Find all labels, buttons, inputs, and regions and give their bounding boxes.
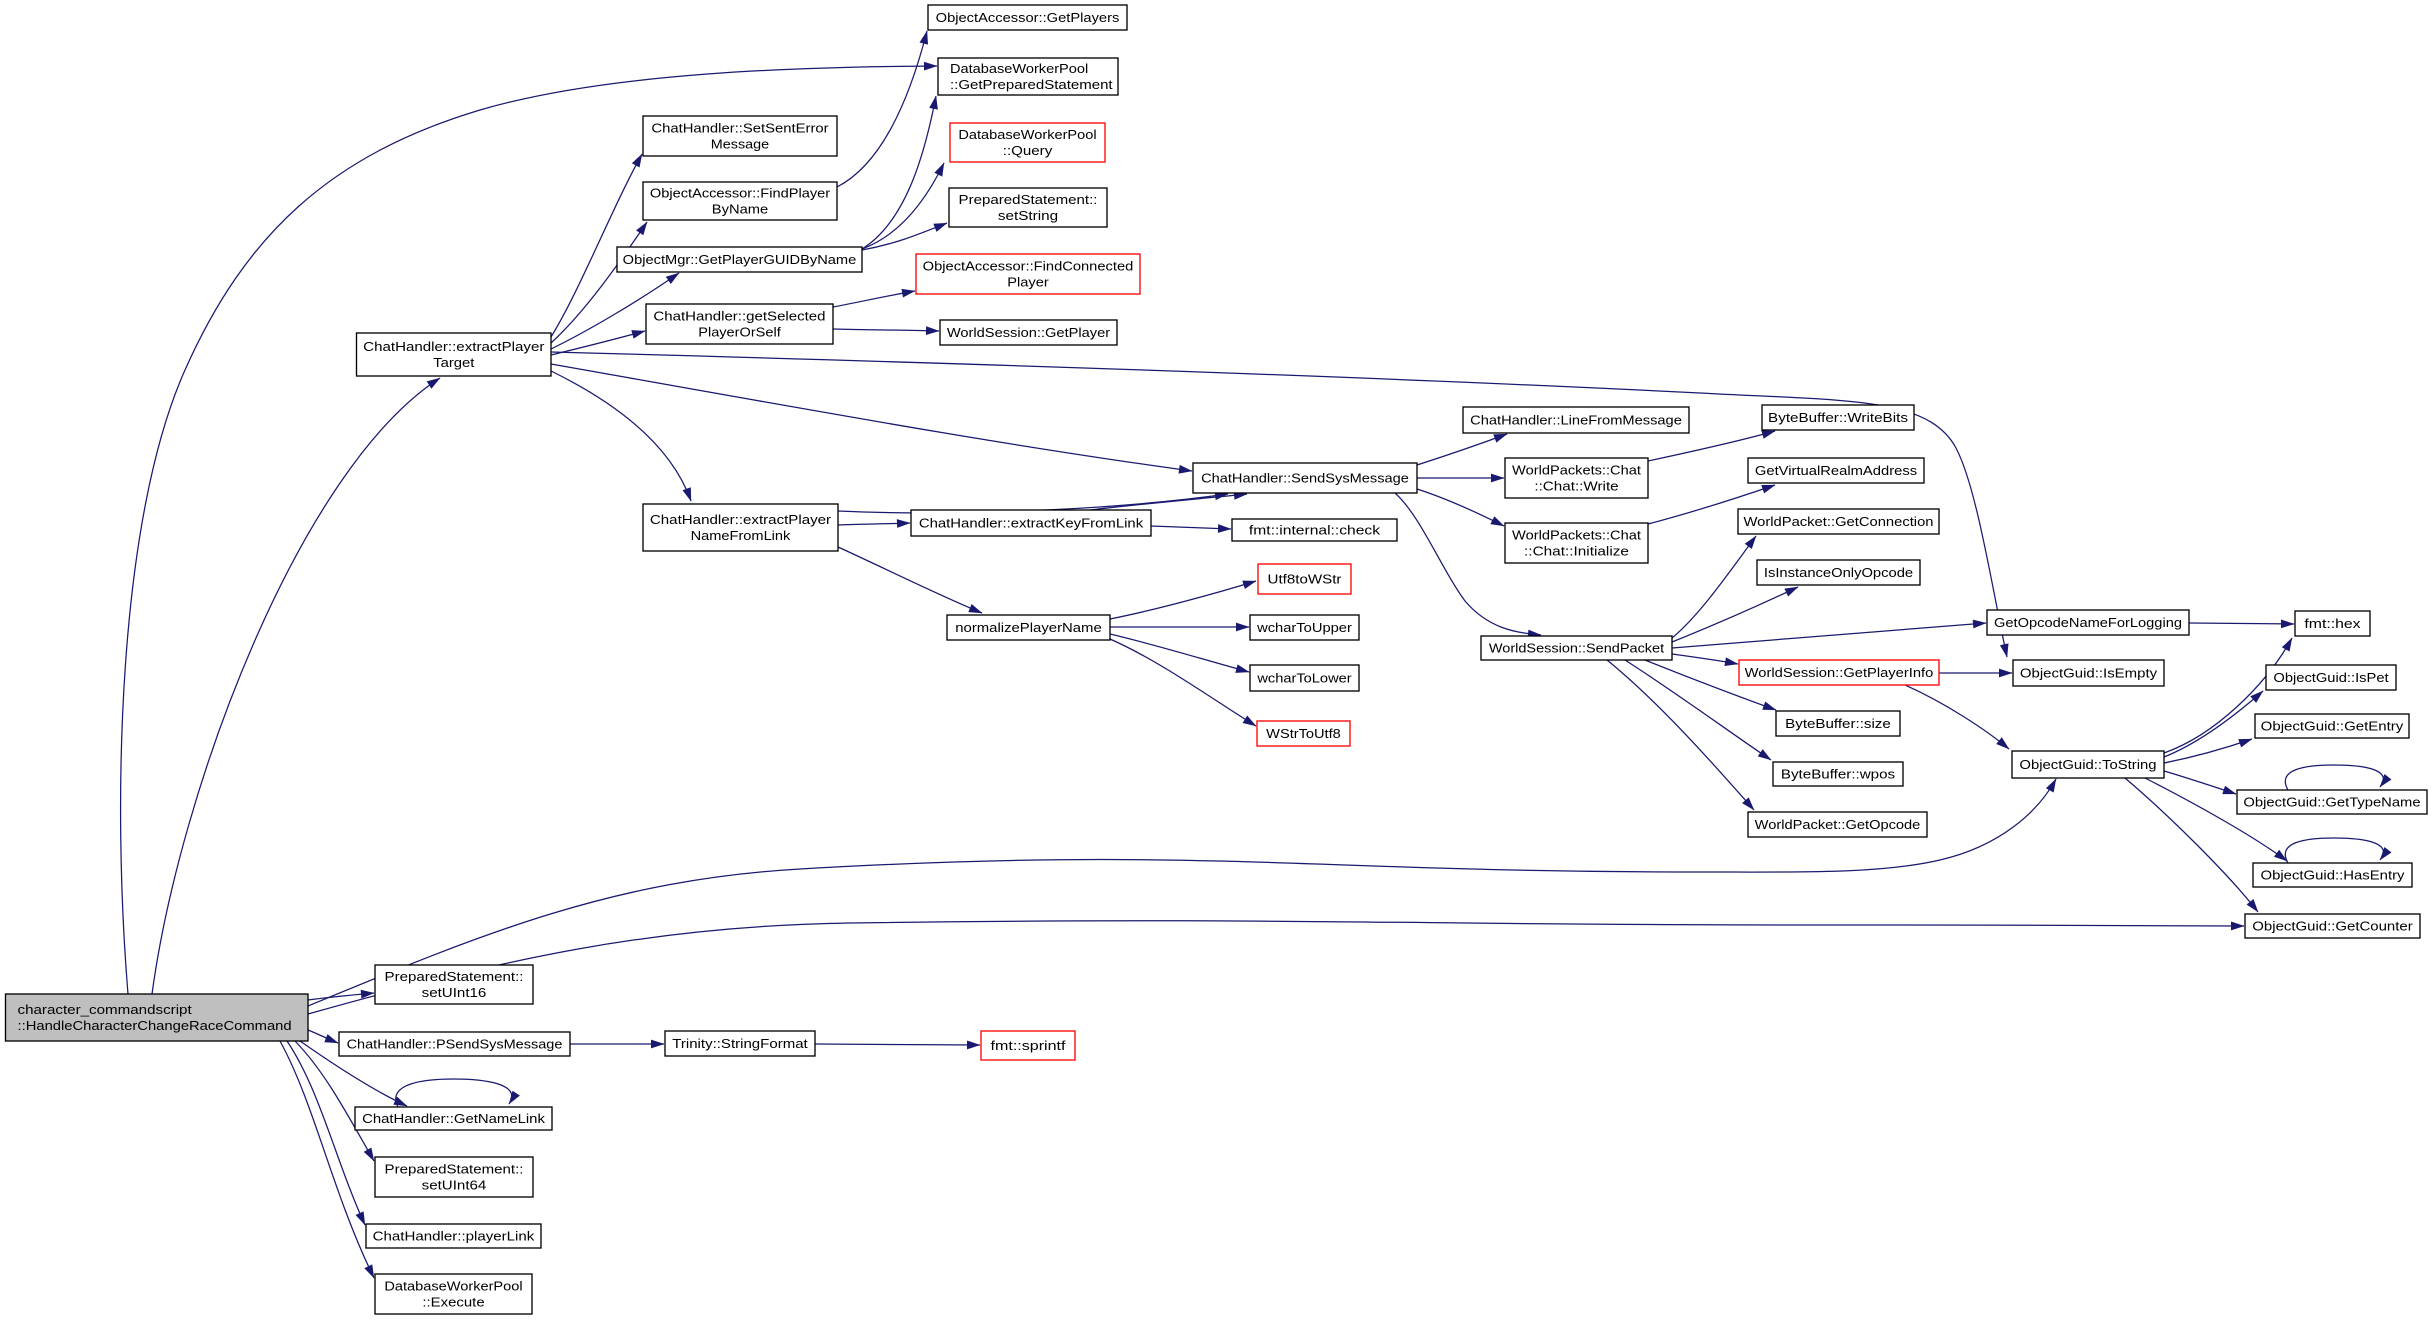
svg-text:ChatHandler::LineFromMessage: ChatHandler::LineFromMessage xyxy=(1470,413,1682,428)
svg-text:ObjectAccessor::FindConnected: ObjectAccessor::FindConnected xyxy=(923,259,1134,274)
svg-text:setUInt64: setUInt64 xyxy=(422,1178,487,1193)
svg-text:DatabaseWorkerPool: DatabaseWorkerPool xyxy=(384,1279,522,1294)
svg-text:PreparedStatement::: PreparedStatement:: xyxy=(385,1162,524,1177)
svg-text:::Execute: ::Execute xyxy=(422,1295,484,1310)
svg-text:ChatHandler::playerLink: ChatHandler::playerLink xyxy=(373,1229,535,1244)
svg-text:::Chat::Initialize: ::Chat::Initialize xyxy=(1524,544,1629,559)
svg-text:DatabaseWorkerPool: DatabaseWorkerPool xyxy=(958,127,1096,142)
svg-text:ByName: ByName xyxy=(712,202,768,217)
svg-text:ByteBuffer::size: ByteBuffer::size xyxy=(1785,716,1891,731)
svg-text:PreparedStatement::: PreparedStatement:: xyxy=(385,969,524,984)
svg-text:ByteBuffer::wpos: ByteBuffer::wpos xyxy=(1781,767,1896,782)
svg-text:ObjectAccessor::GetPlayers: ObjectAccessor::GetPlayers xyxy=(936,10,1120,25)
svg-text:ObjectGuid::GetCounter: ObjectGuid::GetCounter xyxy=(2252,919,2413,934)
svg-text:character_commandscript: character_commandscript xyxy=(18,1002,193,1017)
svg-text:ChatHandler::extractPlayer: ChatHandler::extractPlayer xyxy=(363,339,545,354)
svg-text:fmt::sprintf: fmt::sprintf xyxy=(991,1038,1066,1053)
svg-text:ObjectGuid::IsEmpty: ObjectGuid::IsEmpty xyxy=(2020,666,2158,681)
svg-text:::Chat::Write: ::Chat::Write xyxy=(1534,479,1618,494)
svg-text:Message: Message xyxy=(711,137,769,152)
svg-text:Utf8toWStr: Utf8toWStr xyxy=(1268,572,1343,587)
svg-text:wcharToLower: wcharToLower xyxy=(1256,671,1352,686)
svg-text:setString: setString xyxy=(998,208,1058,223)
svg-text:DatabaseWorkerPool: DatabaseWorkerPool xyxy=(950,61,1088,76)
svg-text:ChatHandler::getSelected: ChatHandler::getSelected xyxy=(653,309,825,324)
svg-text:WorldSession::GetPlayer: WorldSession::GetPlayer xyxy=(947,325,1111,340)
svg-text:WorldPacket::GetConnection: WorldPacket::GetConnection xyxy=(1744,514,1934,529)
svg-text:ChatHandler::SendSysMessage: ChatHandler::SendSysMessage xyxy=(1201,471,1409,486)
svg-text:PlayerOrSelf: PlayerOrSelf xyxy=(698,325,781,340)
svg-text:PreparedStatement::: PreparedStatement:: xyxy=(959,192,1098,207)
svg-text:::Query: ::Query xyxy=(1003,143,1053,158)
svg-text:normalizePlayerName: normalizePlayerName xyxy=(955,620,1102,635)
svg-text:wcharToUpper: wcharToUpper xyxy=(1256,620,1353,635)
svg-text:ObjectAccessor::FindPlayer: ObjectAccessor::FindPlayer xyxy=(650,186,831,201)
svg-text:ObjectGuid::IsPet: ObjectGuid::IsPet xyxy=(2273,670,2389,685)
svg-text:GetOpcodeNameForLogging: GetOpcodeNameForLogging xyxy=(1994,615,2182,630)
svg-text:ObjectGuid::ToString: ObjectGuid::ToString xyxy=(2019,757,2156,772)
svg-text:setUInt16: setUInt16 xyxy=(422,985,487,1000)
svg-text:ChatHandler::GetNameLink: ChatHandler::GetNameLink xyxy=(362,1111,545,1126)
svg-text:WStrToUtf8: WStrToUtf8 xyxy=(1266,726,1341,741)
svg-text:WorldSession::SendPacket: WorldSession::SendPacket xyxy=(1489,641,1665,656)
svg-text:::HandleCharacterChangeRaceCom: ::HandleCharacterChangeRaceCommand xyxy=(18,1018,292,1033)
svg-text:fmt::internal::check: fmt::internal::check xyxy=(1249,523,1380,538)
svg-text:Trinity::StringFormat: Trinity::StringFormat xyxy=(672,1036,808,1051)
svg-text:Target: Target xyxy=(433,355,475,370)
svg-text:ChatHandler::extractKeyFromLin: ChatHandler::extractKeyFromLink xyxy=(919,516,1144,531)
svg-text:WorldPackets::Chat: WorldPackets::Chat xyxy=(1512,528,1641,543)
svg-text:::GetPreparedStatement: ::GetPreparedStatement xyxy=(950,77,1113,92)
svg-text:IsInstanceOnlyOpcode: IsInstanceOnlyOpcode xyxy=(1764,565,1913,580)
svg-text:WorldPacket::GetOpcode: WorldPacket::GetOpcode xyxy=(1755,817,1921,832)
svg-text:ObjectGuid::GetTypeName: ObjectGuid::GetTypeName xyxy=(2243,795,2420,810)
svg-text:ObjectGuid::GetEntry: ObjectGuid::GetEntry xyxy=(2261,719,2404,734)
svg-text:WorldPackets::Chat: WorldPackets::Chat xyxy=(1512,463,1641,478)
svg-text:GetVirtualRealmAddress: GetVirtualRealmAddress xyxy=(1755,463,1918,478)
svg-text:ChatHandler::extractPlayer: ChatHandler::extractPlayer xyxy=(650,512,832,527)
svg-text:ChatHandler::SetSentError: ChatHandler::SetSentError xyxy=(651,121,829,136)
svg-text:ObjectGuid::HasEntry: ObjectGuid::HasEntry xyxy=(2261,868,2405,883)
svg-text:ByteBuffer::WriteBits: ByteBuffer::WriteBits xyxy=(1768,410,1908,425)
svg-text:fmt::hex: fmt::hex xyxy=(2304,616,2361,631)
svg-text:WorldSession::GetPlayerInfo: WorldSession::GetPlayerInfo xyxy=(1745,665,1934,680)
svg-text:Player: Player xyxy=(1007,275,1049,290)
svg-text:NameFromLink: NameFromLink xyxy=(691,528,791,543)
svg-text:ObjectMgr::GetPlayerGUIDByName: ObjectMgr::GetPlayerGUIDByName xyxy=(623,252,857,267)
svg-text:ChatHandler::PSendSysMessage: ChatHandler::PSendSysMessage xyxy=(347,1037,563,1052)
